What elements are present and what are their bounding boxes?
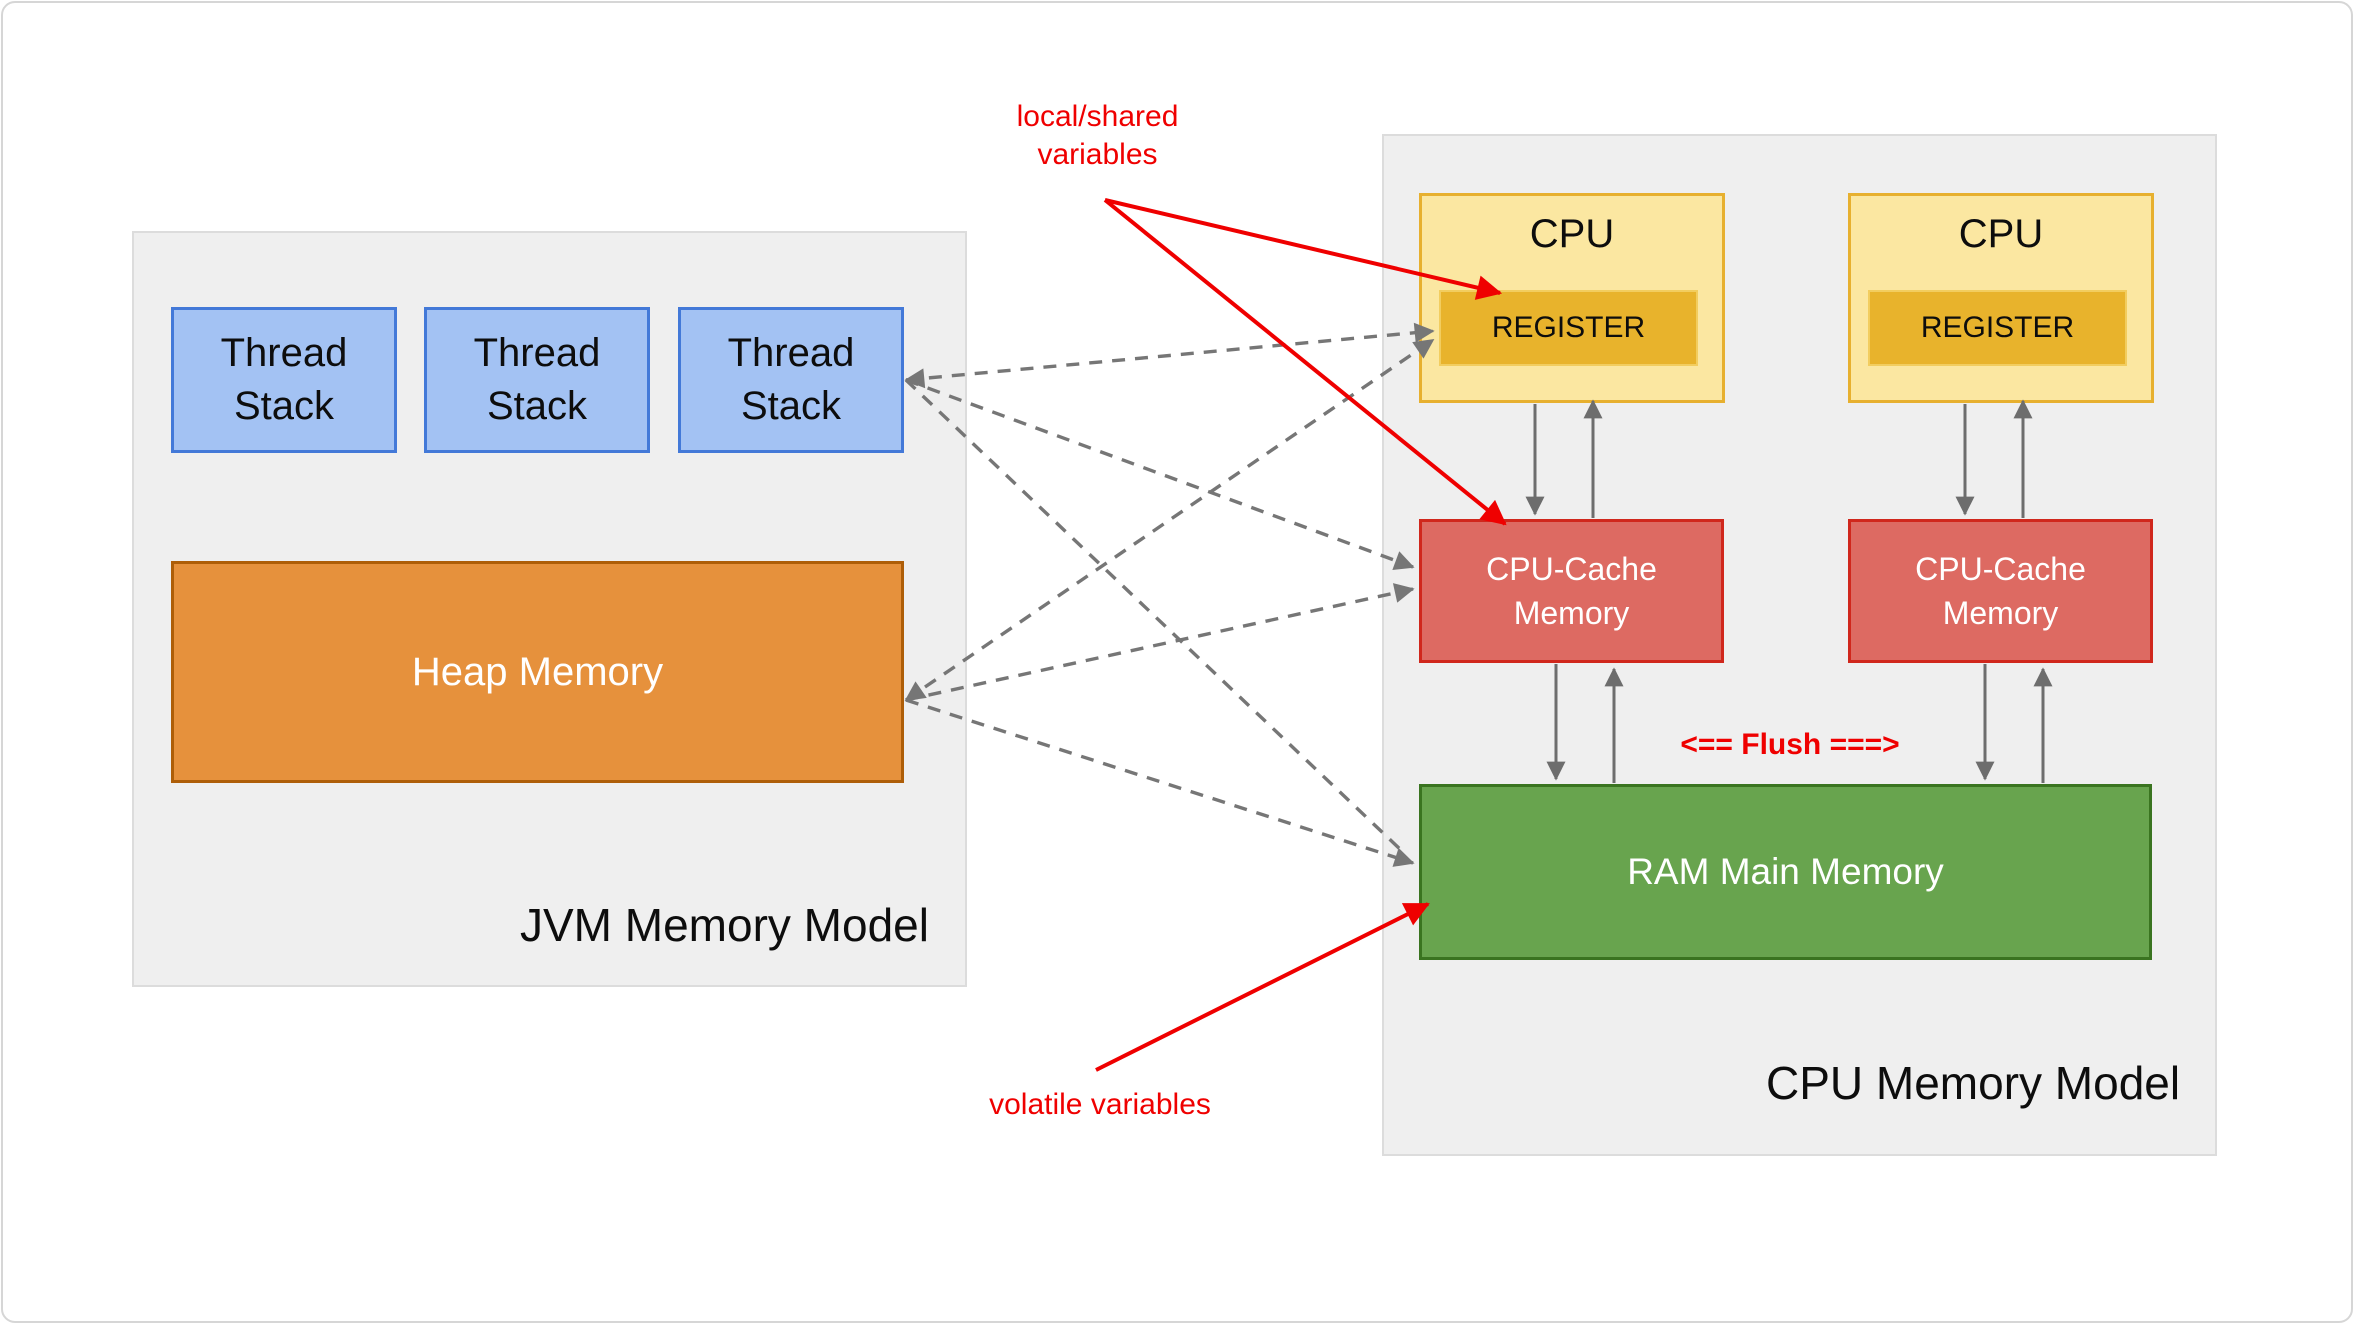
red-arrow-volatile-to-ram bbox=[1095, 902, 1430, 1072]
dashed-arrow-threadstack-cache bbox=[905, 378, 1415, 571]
thread-stack-box-2: Thread Stack bbox=[424, 307, 650, 453]
cpu-cache-label: CPU-Cache Memory bbox=[1486, 550, 1657, 631]
heap-memory-label: Heap Memory bbox=[411, 649, 664, 694]
cpu-cache-box-2: CPU-Cache Memory bbox=[1848, 519, 2153, 663]
heap-memory-box: Heap Memory bbox=[171, 561, 904, 783]
thread-stack-box-3: Thread Stack bbox=[678, 307, 904, 453]
thread-stack-box-1: Thread Stack bbox=[171, 307, 397, 453]
red-arrow-localshared-to-register bbox=[1104, 198, 1503, 300]
jvm-panel-title: JVM Memory Model bbox=[520, 899, 929, 951]
dashed-arrow-heap-register bbox=[904, 338, 1435, 702]
ram-main-memory-box: RAM Main Memory bbox=[1419, 784, 2152, 960]
register-box-1: REGISTER bbox=[1439, 290, 1698, 366]
volatile-variables-label: volatile variables bbox=[989, 1088, 1211, 1121]
red-arrow-localshared-to-cache bbox=[1103, 198, 1507, 526]
register-box-2: REGISTER bbox=[1868, 290, 2127, 366]
cpu-label: CPU bbox=[1958, 212, 2044, 256]
dashed-arrow-heap-cache bbox=[905, 583, 1415, 702]
dashed-arrow-threadstack-register bbox=[904, 322, 1435, 389]
flush-label: <== Flush ===> bbox=[1680, 728, 1900, 761]
local-shared-variables-label: local/shared variables bbox=[1016, 100, 1179, 171]
thread-stack-label: Thread Stack bbox=[473, 331, 601, 428]
cpu-cache-label: CPU-Cache Memory bbox=[1915, 550, 2086, 631]
dashed-arrow-heap-ram bbox=[905, 698, 1415, 867]
thread-stack-label: Thread Stack bbox=[220, 331, 348, 428]
register-label: REGISTER bbox=[1491, 311, 1646, 344]
register-label: REGISTER bbox=[1920, 311, 2075, 344]
thread-stack-label: Thread Stack bbox=[727, 331, 855, 428]
cpu-panel-title: CPU Memory Model bbox=[1766, 1057, 2181, 1109]
ram-main-memory-label: RAM Main Memory bbox=[1627, 851, 1944, 892]
cpu-label: CPU bbox=[1529, 212, 1615, 256]
